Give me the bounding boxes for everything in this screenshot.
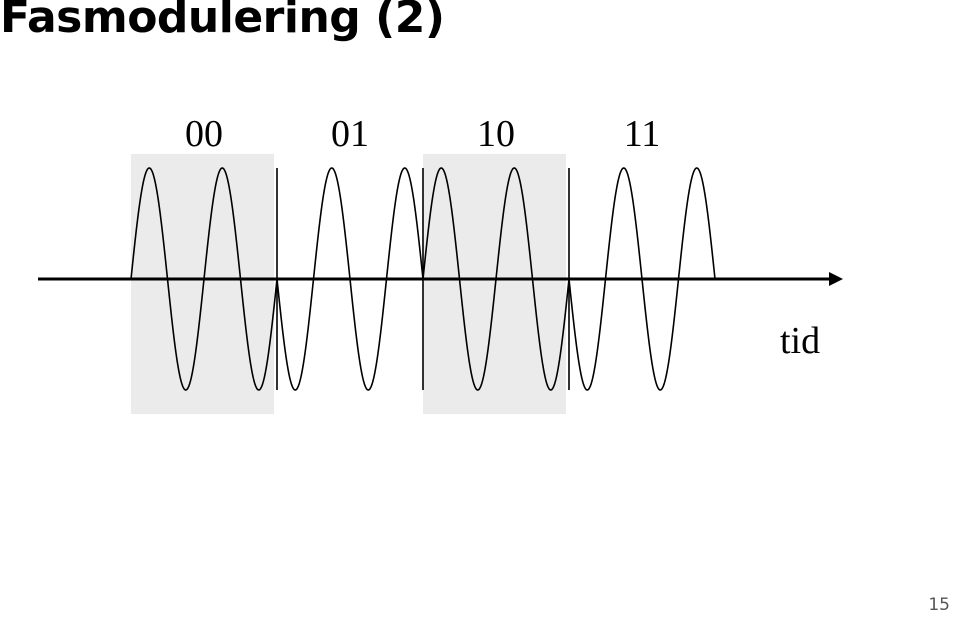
time-axis-label: tid xyxy=(780,320,820,362)
symbol-label-11: 11 xyxy=(624,113,661,155)
symbol-shading-layer xyxy=(131,154,566,414)
symbol-labels: 00 01 10 11 xyxy=(185,113,660,155)
page-number: 15 xyxy=(928,595,950,615)
symbol-label-10: 10 xyxy=(477,113,515,155)
time-axis: tid xyxy=(38,272,843,362)
symbol-label-00: 00 xyxy=(185,113,223,155)
time-axis-arrowhead xyxy=(829,272,843,286)
slide-title: Fasmodulering (2) xyxy=(0,0,445,43)
symbol-shade-10 xyxy=(423,154,566,414)
symbol-label-01: 01 xyxy=(331,113,369,155)
symbol-shade-00 xyxy=(131,154,274,414)
